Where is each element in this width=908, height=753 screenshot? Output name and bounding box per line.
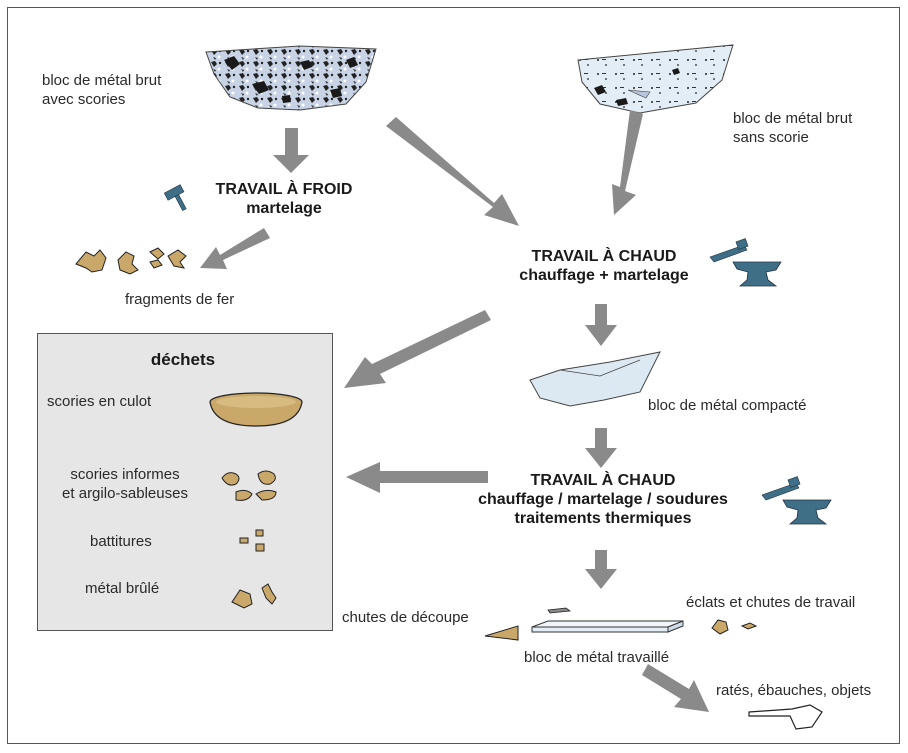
raw-block-slag-line1: bloc de métal brut: [42, 71, 161, 90]
hot-work-2-subtitle: chauffage / martelage / soudures: [468, 490, 738, 509]
arrow-hot-work-to-compact: [585, 304, 617, 346]
iron-fragments-image: [76, 248, 186, 274]
cold-work-title: TRAVAIL À FROID: [200, 180, 368, 199]
battitures-icon: [240, 530, 264, 551]
raw-block-clean-line1: bloc de métal brut: [733, 109, 852, 128]
hot-work-2-subtitle2: traitements thermiques: [468, 509, 738, 528]
waste-title: déchets: [123, 350, 243, 369]
arrow-cold-work-to-fragments: [200, 228, 270, 269]
arrow-hot-work-2-to-waste: [346, 462, 488, 493]
hot-work-2-label: TRAVAIL À CHAUD chauffage / martelage / …: [468, 471, 738, 528]
waste-item-slag-cake: scories en culot: [47, 392, 151, 411]
compacted-block-label: bloc de métal compacté: [648, 396, 806, 415]
arrow-worked-to-products: [642, 664, 709, 712]
worked-block-label: bloc de métal travaillé: [524, 648, 669, 667]
hot-work-2-title: TRAVAIL À CHAUD: [468, 471, 738, 490]
arrow-compact-to-hot-work-2: [585, 428, 617, 468]
burnt-metal-icon: [232, 584, 276, 608]
raw-block-slag-label: bloc de métal brut avec scories: [42, 71, 161, 109]
product-image: [749, 705, 822, 729]
anvil-icon: [762, 477, 831, 524]
hammer-icon: [164, 185, 191, 215]
shapeless-slag-icon: [222, 471, 276, 500]
raw-block-clean-image: [578, 45, 733, 113]
cold-work-label: TRAVAIL À FROID martelage: [200, 180, 368, 218]
worked-block-image: [532, 608, 683, 632]
cutting-scraps-label: chutes de découpe: [342, 608, 469, 627]
waste-item-burnt-metal: métal brûlé: [85, 579, 159, 598]
arrow-slag-to-hot-work: [386, 117, 519, 226]
raw-block-slag-image: [206, 46, 376, 110]
chips-label: éclats et chutes de travail: [686, 593, 855, 612]
waste-item-battitures: battitures: [90, 532, 152, 551]
raw-block-clean-line2: sans scorie: [733, 128, 852, 147]
chips-image: [712, 620, 756, 634]
hot-work-1-subtitle: chauffage + martelage: [504, 266, 704, 285]
waste-item-shapeless-slag-line2: et argilo-sableuses: [45, 484, 205, 503]
slag-cake-icon: [210, 393, 302, 426]
cutting-scraps-image: [485, 626, 518, 640]
arrow-hot-work-to-waste: [344, 310, 491, 388]
cold-work-subtitle: martelage: [200, 199, 368, 218]
raw-block-slag-line2: avec scories: [42, 90, 161, 109]
hot-work-1-label: TRAVAIL À CHAUD chauffage + martelage: [504, 247, 704, 285]
waste-item-shapeless-slag: scories informes et argilo-sableuses: [45, 465, 205, 503]
waste-item-shapeless-slag-line1: scories informes: [45, 465, 205, 484]
arrow-hot-work-2-to-worked: [585, 550, 617, 589]
iron-fragments-label: fragments de fer: [125, 290, 234, 309]
arrow-clean-to-hot-work: [612, 110, 643, 215]
anvil-icon: [710, 239, 781, 286]
products-label: ratés, ébauches, objets: [716, 681, 871, 700]
hot-work-1-title: TRAVAIL À CHAUD: [504, 247, 704, 266]
raw-block-clean-label: bloc de métal brut sans scorie: [733, 109, 852, 147]
compacted-block-image: [530, 352, 660, 406]
arrow-slag-to-cold-work: [273, 128, 309, 173]
